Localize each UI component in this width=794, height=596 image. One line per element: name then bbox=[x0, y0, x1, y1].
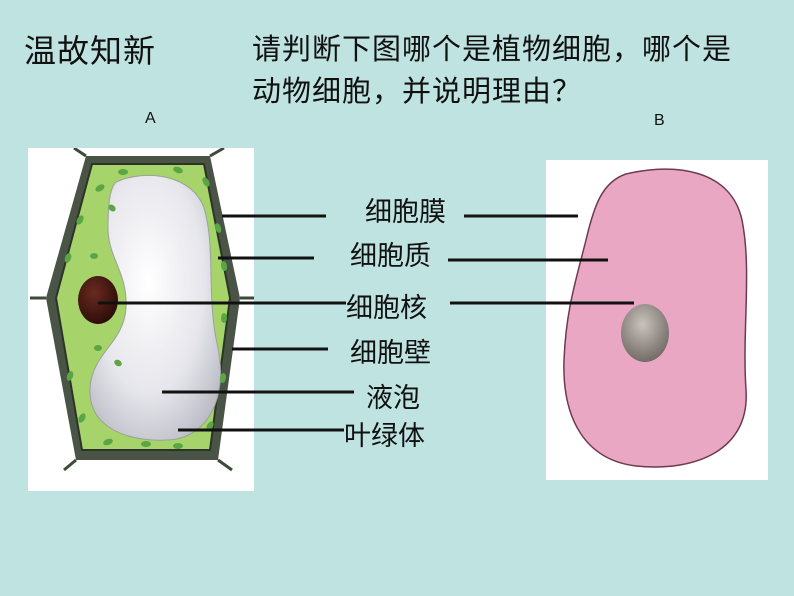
label-nucleus: 细胞核 bbox=[346, 293, 427, 324]
label-cell-wall: 细胞壁 bbox=[350, 338, 431, 369]
plant-nucleus bbox=[78, 276, 118, 324]
label-chloroplast: 叶绿体 bbox=[344, 421, 425, 452]
label-membrane: 细胞膜 bbox=[365, 197, 446, 228]
label-cytoplasm: 细胞质 bbox=[350, 241, 431, 272]
animal-cell-panel bbox=[546, 160, 768, 480]
label-b: B bbox=[654, 112, 665, 129]
animal-cell-diagram bbox=[563, 168, 748, 468]
question-text: 请判断下图哪个是植物细胞，哪个是动物细胞，并说明理由？ bbox=[252, 32, 733, 108]
label-vacuole: 液泡 bbox=[366, 383, 420, 414]
vacuole bbox=[89, 174, 222, 441]
page-title: 温故知新 bbox=[24, 32, 157, 70]
animal-nucleus bbox=[621, 304, 669, 362]
chloroplasts bbox=[64, 166, 228, 449]
plant-cell-panel bbox=[28, 146, 254, 491]
label-a: A bbox=[145, 110, 156, 127]
plant-cell-diagram bbox=[30, 146, 254, 472]
